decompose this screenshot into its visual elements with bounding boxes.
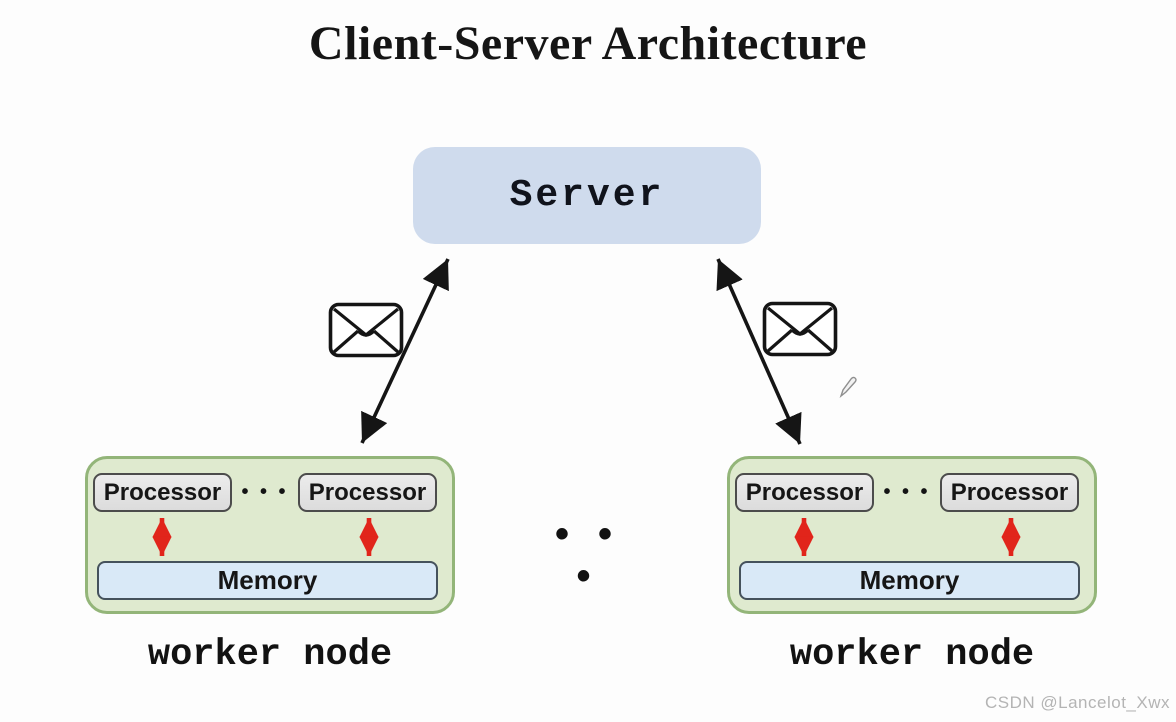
- diagram-title: Client-Server Architecture: [308, 17, 868, 70]
- processor-box: Processor: [298, 473, 437, 512]
- worker-node-right: Processor • • • Processor Memory: [727, 456, 1097, 614]
- processor-ellipsis: • • •: [241, 481, 289, 503]
- worker-node-label: worker node: [789, 634, 1035, 676]
- pencil-cursor-icon: [839, 376, 857, 399]
- worker-nodes-ellipsis: • • •: [554, 512, 622, 598]
- worker-node-left: Processor • • • Processor Memory: [85, 456, 455, 614]
- processor-ellipsis: • • •: [883, 481, 931, 503]
- processor-box: Processor: [940, 473, 1079, 512]
- processor-box: Processor: [93, 473, 232, 512]
- worker-node-label: worker node: [147, 634, 393, 676]
- envelope-icon: [328, 302, 404, 358]
- server-box: Server: [413, 147, 761, 244]
- envelope-icon: [762, 301, 838, 357]
- watermark: CSDN @Lancelot_Xwx: [985, 693, 1170, 712]
- memory-box: Memory: [97, 561, 438, 600]
- server-label: Server: [509, 174, 665, 217]
- processor-memory-arrow-icon: [152, 518, 172, 556]
- memory-box: Memory: [739, 561, 1080, 600]
- processor-memory-arrow-icon: [1001, 518, 1021, 556]
- processor-memory-arrow-icon: [794, 518, 814, 556]
- processor-box: Processor: [735, 473, 874, 512]
- processor-memory-arrow-icon: [359, 518, 379, 556]
